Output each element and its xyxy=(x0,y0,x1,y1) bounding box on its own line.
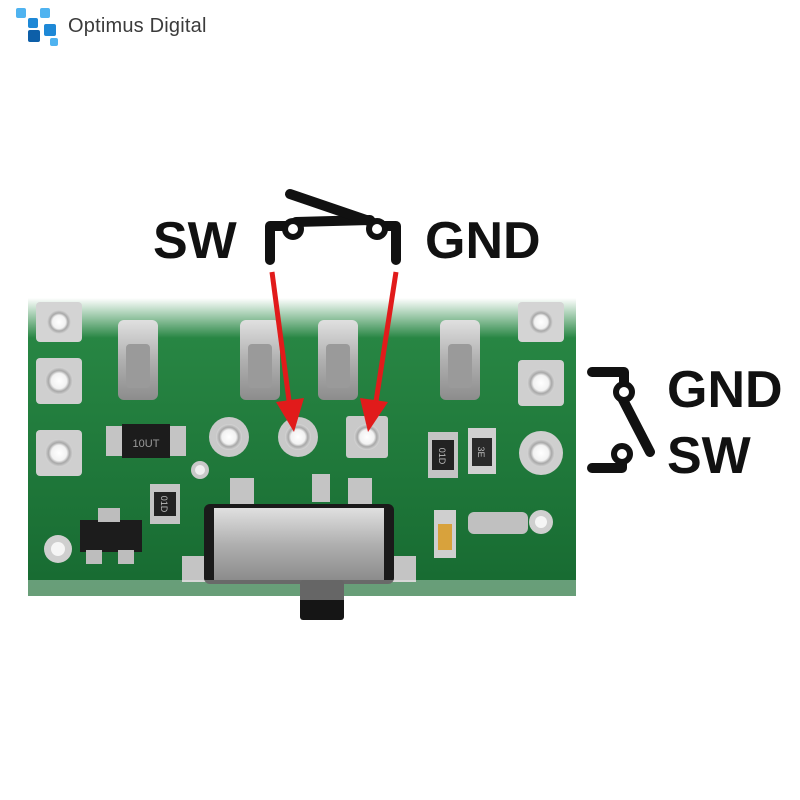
optimus-logo-icon xyxy=(16,8,58,46)
slide-switch xyxy=(182,474,416,620)
label-sw-top: SW xyxy=(153,212,237,270)
arrow-sw xyxy=(269,271,304,432)
switch-contacts-right xyxy=(611,381,635,465)
left-pads xyxy=(36,302,82,476)
resistor-marking: 01D xyxy=(437,448,447,465)
label-gnd-top: GND xyxy=(425,212,541,270)
middle-holes xyxy=(191,416,388,479)
label-gnd-side: GND xyxy=(667,361,783,419)
brand-name: Optimus Digital xyxy=(68,14,207,37)
header-pins xyxy=(118,320,480,400)
resistor-mid-marking: 01D xyxy=(159,496,169,513)
label-sw-side: SW xyxy=(667,427,751,485)
smd-components: 10UT 01D 3E 01D xyxy=(44,424,553,564)
switch-contacts-top xyxy=(282,218,388,240)
chip-right-marking: 3E xyxy=(476,446,486,457)
brand-logo: Optimus Digital xyxy=(14,4,207,48)
arrow-gnd xyxy=(360,271,399,432)
right-pads xyxy=(518,302,564,475)
ic-left-marking: 10UT xyxy=(133,438,160,450)
